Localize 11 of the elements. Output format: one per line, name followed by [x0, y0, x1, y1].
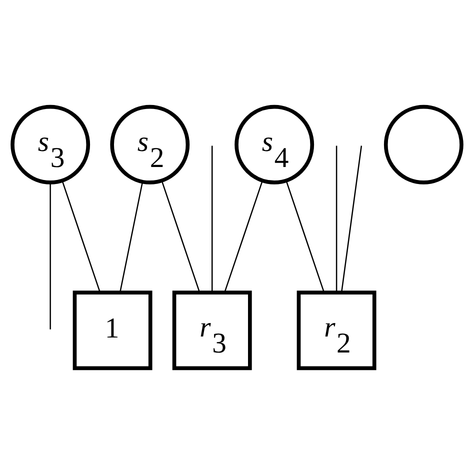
connector [62, 180, 101, 292]
connector [211, 145, 213, 292]
connector [336, 145, 338, 292]
node-circle [384, 104, 464, 184]
connector [224, 180, 264, 292]
connector [119, 181, 144, 292]
connector [161, 180, 200, 292]
connector [286, 180, 325, 292]
node-box: 1 [72, 290, 152, 370]
connector [50, 182, 51, 329]
connector [340, 145, 362, 292]
